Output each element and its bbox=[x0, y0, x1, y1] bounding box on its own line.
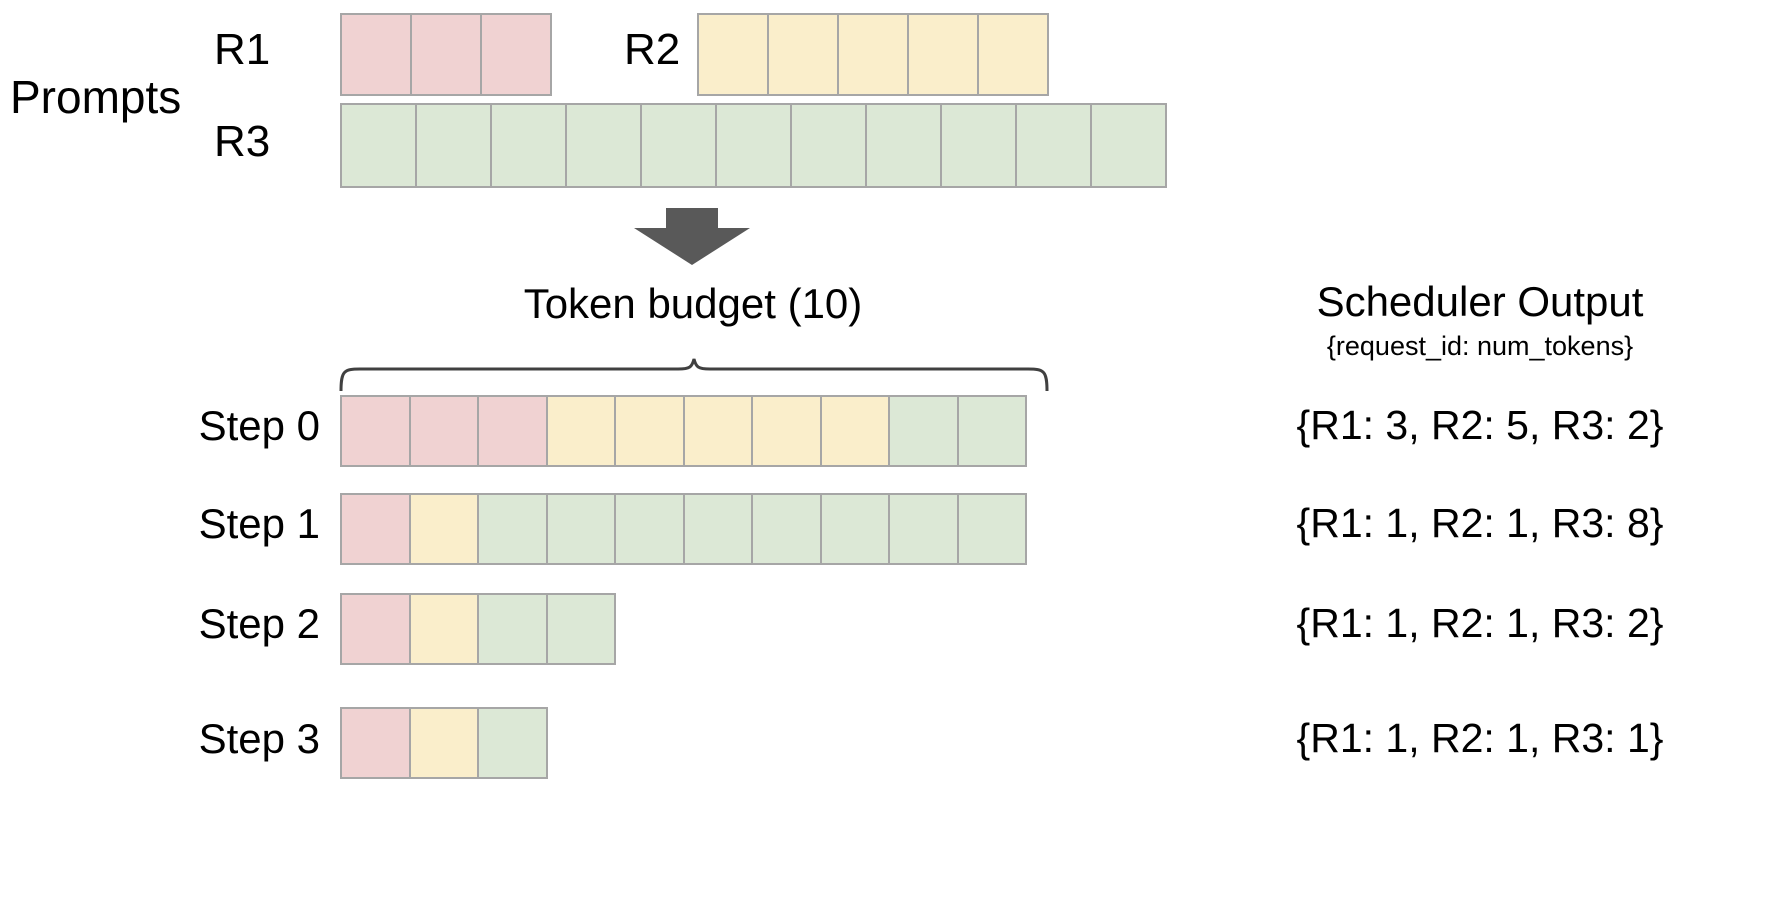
prompt-row-label-r1: R1 bbox=[214, 25, 271, 74]
token-cell-r3 bbox=[956, 493, 1027, 565]
token-cell-r3 bbox=[888, 395, 959, 467]
token-cell-r2 bbox=[408, 707, 479, 779]
token-cell-r3 bbox=[477, 707, 548, 779]
step-token-strip-3 bbox=[340, 707, 548, 779]
token-cell-r2 bbox=[767, 13, 839, 96]
token-cell-r2 bbox=[614, 395, 685, 467]
scheduler-output-title: Scheduler Output bbox=[1316, 278, 1644, 325]
prompt-token-strip-r1 bbox=[340, 13, 552, 96]
token-cell-r3 bbox=[545, 493, 616, 565]
token-cell-r3 bbox=[682, 493, 753, 565]
token-cell-r3 bbox=[565, 103, 642, 188]
token-cell-r3 bbox=[477, 593, 548, 665]
prompt-row-label-r3: R3 bbox=[214, 117, 271, 166]
scheduler-output-step-2: {R1: 1, R2: 1, R3: 2} bbox=[1296, 600, 1664, 646]
token-cell-r3 bbox=[490, 103, 567, 188]
scheduler-output-step-1: {R1: 1, R2: 1, R3: 8} bbox=[1296, 500, 1664, 546]
prompts-section-label: Prompts bbox=[10, 71, 182, 123]
token-cell-r3 bbox=[340, 103, 417, 188]
step-label-0: Step 0 bbox=[198, 402, 320, 449]
token-cell-r3 bbox=[790, 103, 867, 188]
down-arrow-icon bbox=[634, 208, 750, 265]
scheduler-output-step-0: {R1: 3, R2: 5, R3: 2} bbox=[1296, 402, 1664, 448]
token-cell-r3 bbox=[415, 103, 492, 188]
step-label-3: Step 3 bbox=[198, 715, 320, 762]
token-cell-r3 bbox=[956, 395, 1027, 467]
token-cell-r1 bbox=[340, 593, 411, 665]
token-cell-r1 bbox=[408, 395, 479, 467]
token-cell-r3 bbox=[640, 103, 717, 188]
token-cell-r2 bbox=[682, 395, 753, 467]
token-cell-r1 bbox=[410, 13, 482, 96]
token-cell-r2 bbox=[751, 395, 822, 467]
step-label-1: Step 1 bbox=[198, 500, 320, 547]
token-cell-r3 bbox=[819, 493, 890, 565]
token-cell-r1 bbox=[340, 13, 412, 96]
step-token-strip-0 bbox=[340, 395, 1027, 467]
token-cell-r3 bbox=[715, 103, 792, 188]
token-cell-r1 bbox=[340, 707, 411, 779]
prompt-row-label-r2: R2 bbox=[624, 25, 681, 74]
token-cell-r2 bbox=[907, 13, 979, 96]
token-budget-label: Token budget (10) bbox=[523, 280, 863, 327]
token-cell-r3 bbox=[1015, 103, 1092, 188]
token-cell-r1 bbox=[477, 395, 548, 467]
prompt-token-strip-r3 bbox=[340, 103, 1167, 188]
token-cell-r2 bbox=[408, 593, 479, 665]
token-cell-r2 bbox=[697, 13, 769, 96]
token-cell-r2 bbox=[837, 13, 909, 96]
token-cell-r2 bbox=[545, 395, 616, 467]
step-token-strip-2 bbox=[340, 593, 616, 665]
step-label-2: Step 2 bbox=[198, 600, 320, 647]
scheduler-output-step-3: {R1: 1, R2: 1, R3: 1} bbox=[1296, 715, 1664, 761]
token-cell-r3 bbox=[865, 103, 942, 188]
token-cell-r1 bbox=[340, 395, 411, 467]
token-cell-r3 bbox=[1090, 103, 1167, 188]
token-cell-r2 bbox=[819, 395, 890, 467]
token-cell-r2 bbox=[408, 493, 479, 565]
token-cell-r3 bbox=[888, 493, 959, 565]
scheduler-output-subtitle: {request_id: num_tokens} bbox=[1326, 331, 1634, 361]
token-cell-r1 bbox=[480, 13, 552, 96]
token-cell-r2 bbox=[977, 13, 1049, 96]
token-cell-r1 bbox=[340, 493, 411, 565]
step-token-strip-1 bbox=[340, 493, 1027, 565]
prompt-token-strip-r2 bbox=[697, 13, 1049, 96]
curly-brace-icon bbox=[339, 358, 1049, 392]
token-cell-r3 bbox=[545, 593, 616, 665]
token-cell-r3 bbox=[751, 493, 822, 565]
token-cell-r3 bbox=[614, 493, 685, 565]
token-cell-r3 bbox=[940, 103, 1017, 188]
token-cell-r3 bbox=[477, 493, 548, 565]
